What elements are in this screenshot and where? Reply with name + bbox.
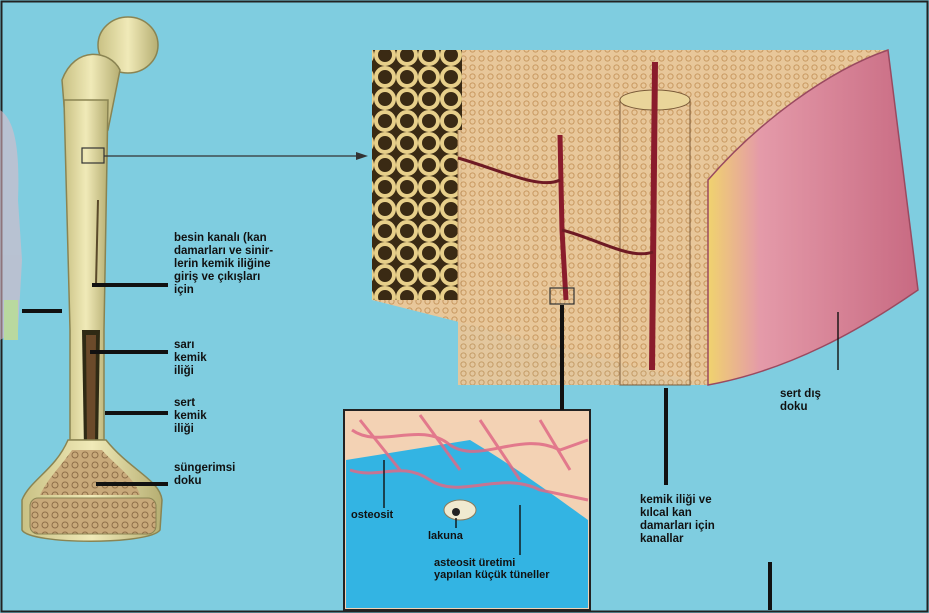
- label-outer-hard-tissue: sert dış doku: [780, 388, 821, 414]
- label-spongy-tissue: süngerimsi doku: [174, 462, 235, 488]
- label-nutrient-canal: besin kanalı (kan damarları ve sinir- le…: [174, 232, 273, 297]
- label-canaliculi: asteosit üretimi yapılan küçük tüneller: [434, 557, 550, 581]
- label-lacuna: lakuna: [428, 530, 463, 542]
- label-yellow-marrow: sarı kemik iliği: [174, 339, 207, 378]
- bone-block-section: [372, 50, 918, 385]
- label-canals: kemik iliği ve kılcal kan damarları için…: [640, 494, 715, 546]
- label-osteocyte: osteosit: [351, 509, 393, 521]
- label-red-marrow: sert kemik iliği: [174, 397, 207, 436]
- femur: [22, 17, 162, 541]
- human-silhouette: [0, 110, 22, 340]
